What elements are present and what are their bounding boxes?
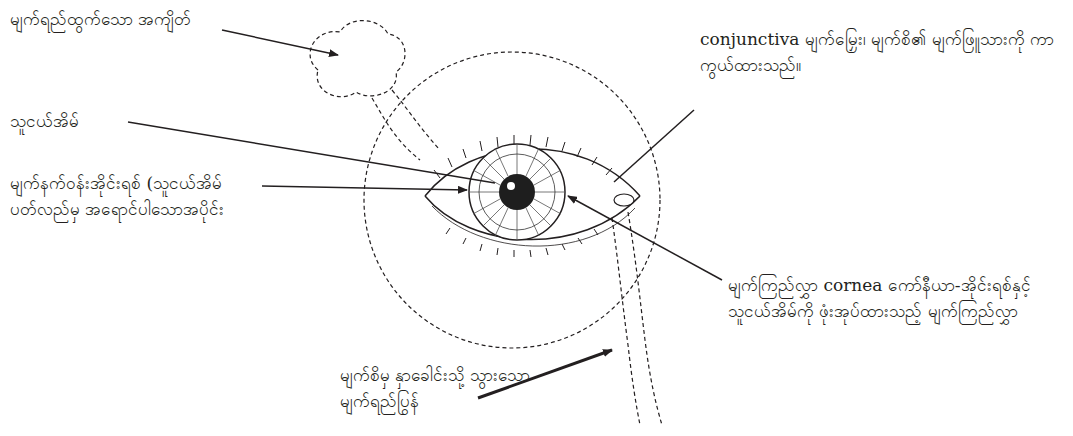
tear-duct-label: မျက်စိမှ နှာခေါင်းသို့ သွားသော မျက်ရည်ပြ… [340, 362, 580, 415]
gland-label: မျက်ရည်ထွက်သော အကျိတ် [10, 6, 215, 32]
cornea-label: မျက်ကြည်လွှာ cornea ကော်နီယာ-အိုင်းရစ်နှ… [728, 272, 1066, 325]
conjunctiva-label: conjunctiva မျက်မြှေး၊ မျက်စိ၏ မျက်ဖြူသာ… [700, 26, 1065, 79]
pupil-label: သူငယ်အိမ် [10, 108, 125, 134]
iris-label: မျက်နက်ဝန်းအိုင်းရစ် (သူငယ်အိမ်ပတ်လည်မှ … [10, 170, 260, 223]
